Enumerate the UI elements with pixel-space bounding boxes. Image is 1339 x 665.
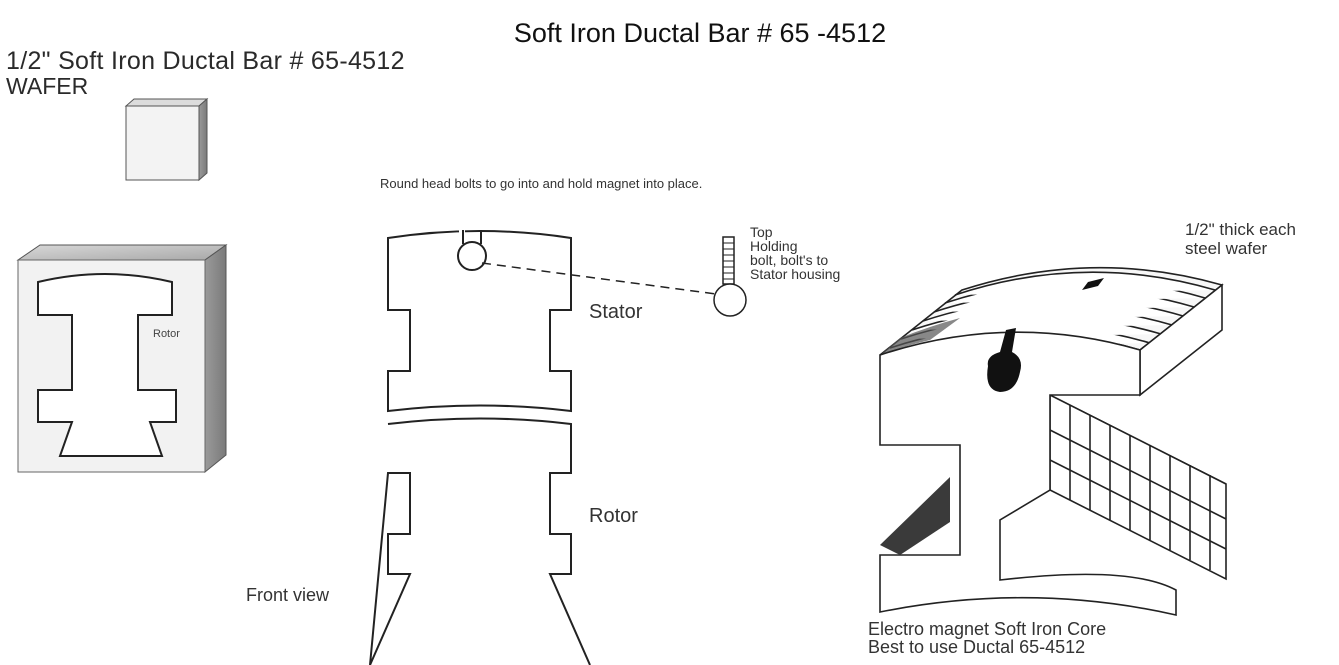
stator-label: Stator <box>589 301 643 323</box>
rotor-label: Rotor <box>589 505 638 527</box>
bolt-label-line4: Stator housing <box>750 266 841 282</box>
page-title: Soft Iron Ductal Bar # 65 -4512 <box>513 18 887 48</box>
wafer-label: WAFER <box>6 73 89 99</box>
wafer-thickness-label: 1/2" thick each steel wafer <box>1185 220 1296 258</box>
rotor-profile <box>37 273 177 457</box>
wafer-cube <box>124 97 209 182</box>
wafer-rotor-label: Rotor <box>153 328 180 340</box>
rotor-front-view <box>369 417 591 665</box>
front-view-label: Front view <box>246 585 330 605</box>
holding-bolt <box>713 236 747 317</box>
stator-front-view <box>387 228 572 413</box>
wafer-block <box>16 244 228 474</box>
core-caption-line2: Best to use Ductal 65-4512 <box>868 637 1086 657</box>
core-caption: Electro magnet Soft Iron Core Best to us… <box>868 620 1106 656</box>
bolt-label-line2: Holding <box>750 238 798 254</box>
laminated-core <box>879 266 1227 617</box>
wafer-thickness-line2: steel wafer <box>1185 239 1268 258</box>
bolt-label: Top Holding bolt, bolt's to Stator housi… <box>750 225 840 281</box>
wafer-thickness-line1: 1/2" thick each <box>1185 220 1296 239</box>
bolt-label-line1: Top <box>750 224 773 240</box>
bolts-note: Round head bolts to go into and hold mag… <box>380 176 703 191</box>
bolt-leader-line <box>481 262 717 295</box>
bolt-label-line3: bolt, bolt's to <box>750 252 829 268</box>
subtitle: 1/2" Soft Iron Ductal Bar # 65-4512 <box>6 47 405 75</box>
core-caption-line1: Electro magnet Soft Iron Core <box>868 619 1107 639</box>
